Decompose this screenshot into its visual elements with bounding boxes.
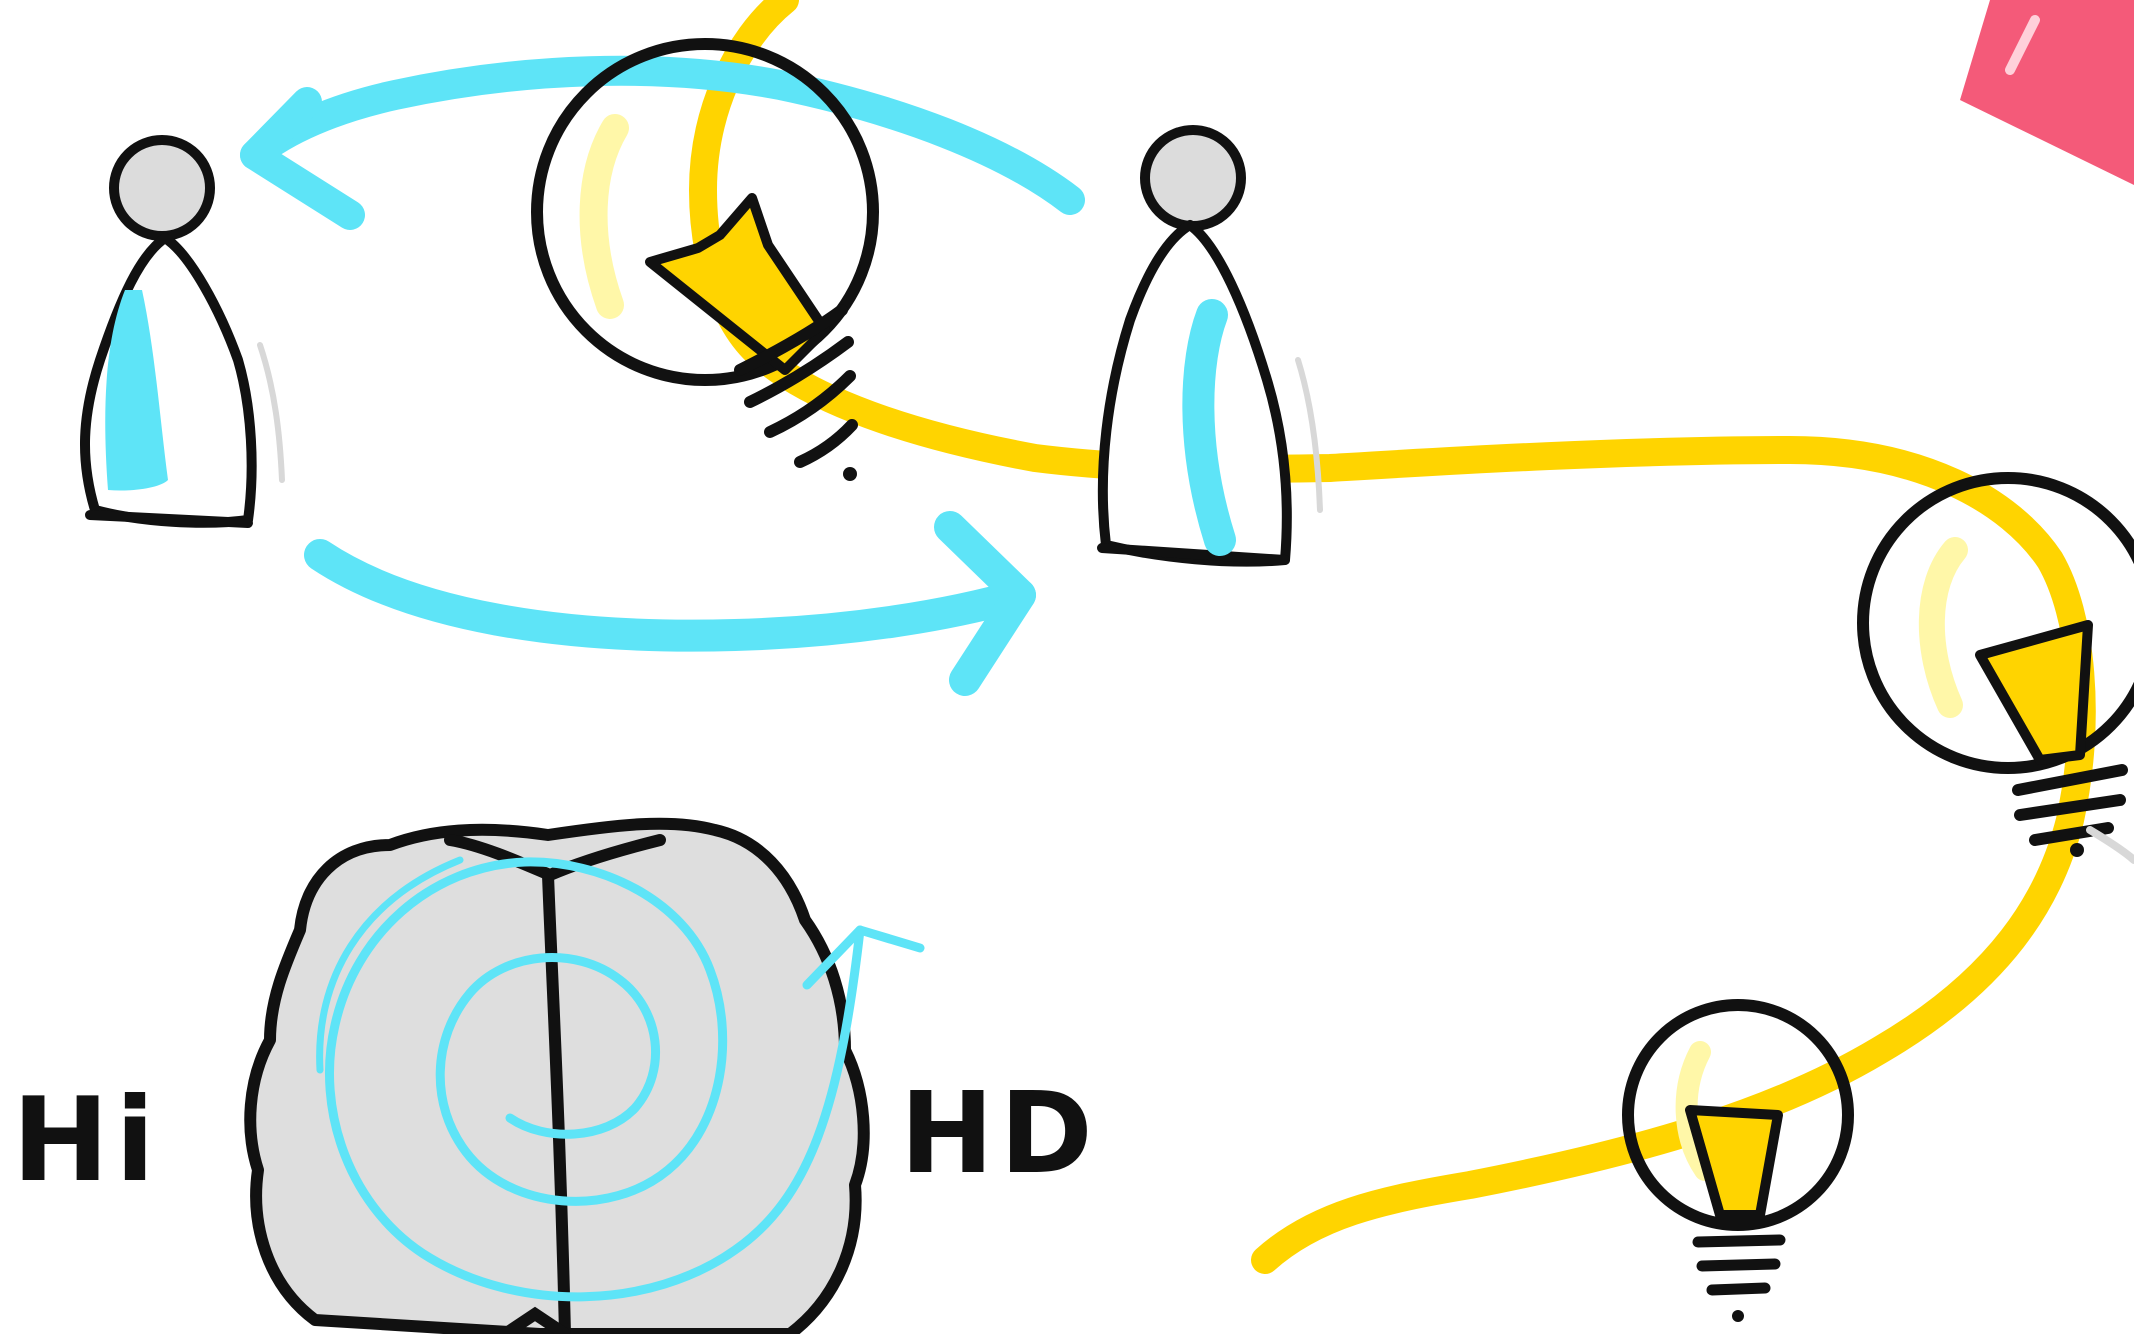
person-icon bbox=[1102, 130, 1320, 562]
sticky-note-icon bbox=[1960, 0, 2134, 185]
left-label: Hi bbox=[12, 1073, 161, 1208]
brain-icon bbox=[250, 824, 863, 1334]
lightbulb-icon bbox=[1628, 1005, 1848, 1322]
person-icon bbox=[85, 140, 282, 523]
right-label: HD bbox=[900, 1069, 1099, 1199]
